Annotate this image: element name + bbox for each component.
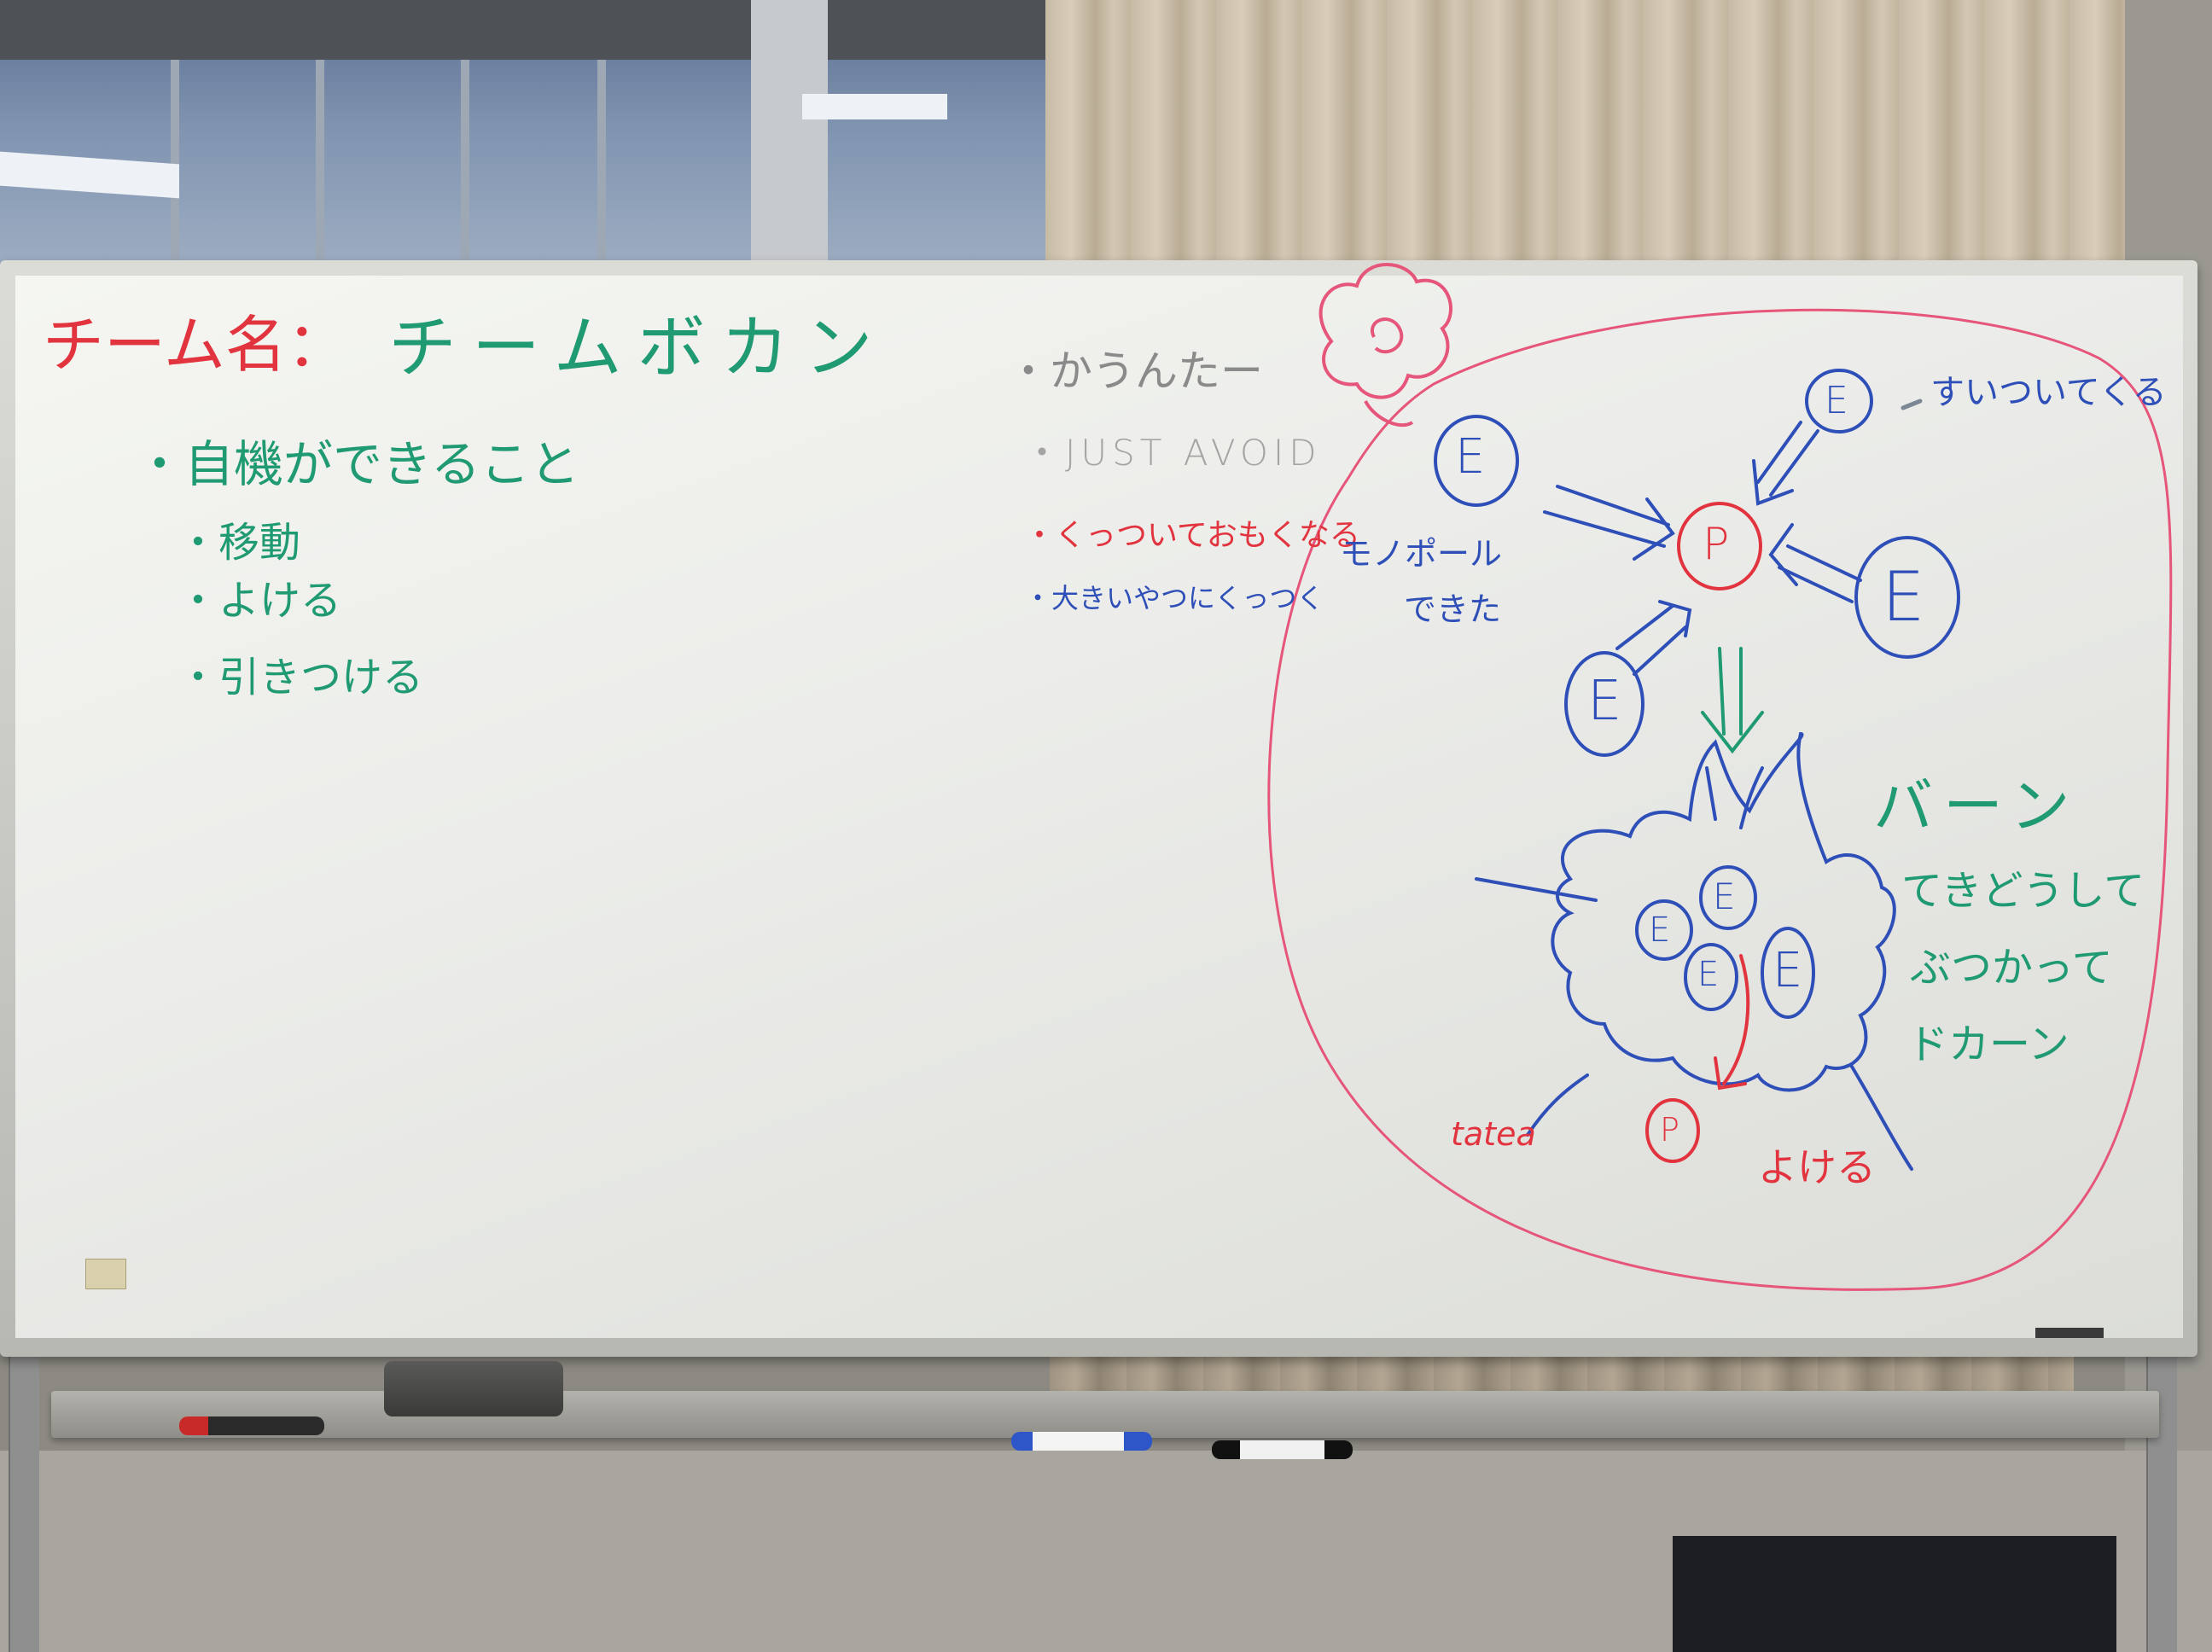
dodge-arrow bbox=[1714, 954, 1750, 1091]
player-circle bbox=[1677, 502, 1762, 590]
collide-note: ぶつかって bbox=[1910, 944, 2113, 992]
ability-item: ・移動 bbox=[178, 519, 301, 567]
window-frame bbox=[0, 0, 1050, 60]
blue-marker[interactable] bbox=[1011, 1432, 1152, 1451]
attraction-arrow bbox=[1615, 600, 1692, 676]
enemy-circle bbox=[1564, 651, 1644, 757]
explosion-line bbox=[1526, 1073, 1589, 1137]
diagram-outline-circle bbox=[1267, 308, 2173, 1291]
board-sticker bbox=[85, 1259, 126, 1289]
ability-item: ・よける bbox=[178, 577, 342, 625]
idea-item: ・くっついておもくなる bbox=[1024, 518, 1360, 553]
explosion-spark bbox=[1705, 766, 1764, 829]
storage-box bbox=[1673, 1536, 2116, 1652]
enemy-circle bbox=[1635, 899, 1693, 961]
ceiling-light bbox=[802, 94, 947, 119]
player-circle bbox=[1645, 1098, 1700, 1163]
attract-note: すいついてくる bbox=[1930, 373, 2167, 412]
monopole-note: モノポール bbox=[1340, 535, 1503, 573]
team-name-label: チーム名： bbox=[43, 309, 348, 381]
window-mullion bbox=[597, 60, 606, 273]
enemy-label: E bbox=[1713, 875, 1736, 917]
idea-item: ・JUST AVOID bbox=[1024, 432, 1322, 474]
sound-effect: バーン bbox=[1873, 771, 2081, 841]
abilities-heading: ・自機ができること bbox=[135, 435, 579, 493]
brand-label bbox=[2035, 1328, 2104, 1338]
curtain bbox=[1045, 0, 2129, 282]
collide-note: ドカーン bbox=[1907, 1021, 2069, 1068]
enemy-label: E bbox=[1587, 670, 1622, 733]
attraction-arrow bbox=[1752, 421, 1819, 506]
note-arrow bbox=[1901, 398, 1923, 410]
enemy-circle bbox=[1434, 415, 1519, 507]
ability-item: ・引きつける bbox=[178, 654, 424, 701]
down-arrow bbox=[1701, 647, 1764, 754]
explosion-line bbox=[1850, 1065, 1913, 1171]
dodge-note: よける bbox=[1758, 1144, 1876, 1190]
window-background bbox=[0, 0, 1050, 273]
enemy-circle bbox=[1805, 369, 1873, 433]
window-pillar bbox=[751, 0, 828, 273]
enemy-label: E bbox=[1773, 943, 1803, 998]
eraser[interactable] bbox=[384, 1361, 563, 1416]
monopole-note: できた bbox=[1404, 590, 1502, 628]
enemy-label: E bbox=[1649, 910, 1671, 950]
enemy-circle bbox=[1684, 943, 1738, 1011]
player-label: P bbox=[1703, 519, 1730, 570]
black-marker[interactable] bbox=[1212, 1440, 1353, 1459]
window-mullion bbox=[316, 60, 324, 273]
enemy-label: E bbox=[1697, 955, 1720, 994]
enemy-label: E bbox=[1882, 557, 1925, 637]
explosion-line bbox=[1475, 877, 1598, 902]
small-note: tatea bbox=[1451, 1115, 1536, 1153]
enemy-circle bbox=[1699, 865, 1757, 930]
red-marker[interactable] bbox=[179, 1416, 324, 1435]
team-name: チームボカン bbox=[388, 308, 888, 387]
window-mullion bbox=[461, 60, 469, 273]
idea-item: ・大きいやつにくっつく bbox=[1024, 582, 1324, 614]
enemy-label: E bbox=[1455, 429, 1486, 485]
player-label: P bbox=[1660, 1111, 1679, 1149]
enemy-circle bbox=[1854, 536, 1960, 659]
collide-note: てきどうして bbox=[1901, 867, 2145, 915]
flower-doodle bbox=[1318, 263, 1452, 428]
enemy-circle bbox=[1761, 927, 1815, 1019]
explosion-shape bbox=[1551, 731, 1896, 1092]
counter-heading: ・かうんたー bbox=[1007, 346, 1263, 396]
attraction-arrow bbox=[1543, 485, 1675, 561]
enemy-label: E bbox=[1825, 379, 1848, 422]
attraction-arrow bbox=[1768, 523, 1862, 603]
whiteboard-surface bbox=[15, 276, 2183, 1338]
